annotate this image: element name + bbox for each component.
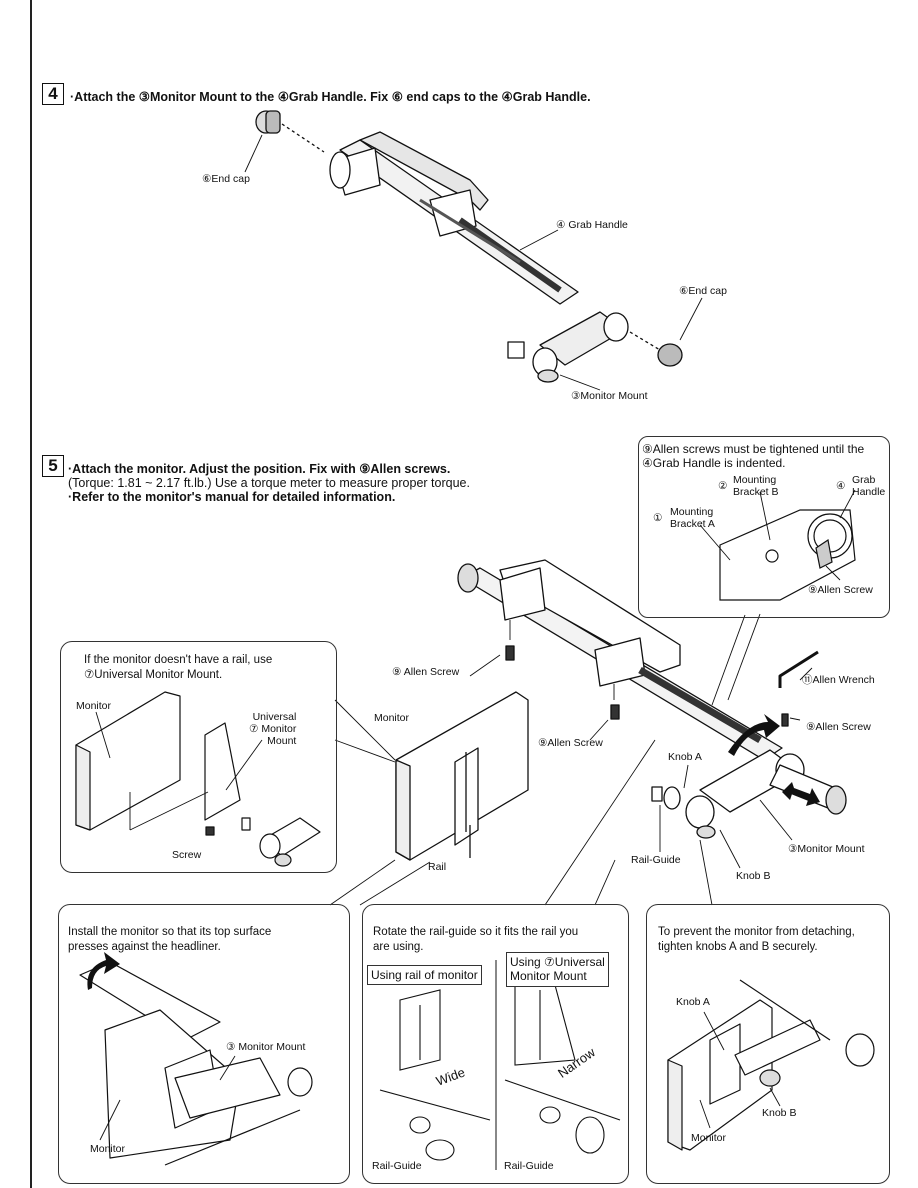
rotate-box-text-1: Rotate the rail-guide so it fits the rai… bbox=[373, 926, 579, 938]
screw-label: Screw bbox=[172, 849, 202, 861]
allen-screw-label-1: ⑨ Allen Screw bbox=[392, 666, 460, 678]
step-5-instruction-1: ·Attach the monitor. Adjust the position… bbox=[68, 462, 451, 476]
end-cap-label-2: ⑥End cap bbox=[679, 285, 727, 297]
option-universal-line-1: Using ⑦Universal bbox=[510, 955, 605, 969]
step-5-number: 5 bbox=[42, 455, 64, 477]
rail-guide-left-label: Rail-Guide bbox=[372, 1160, 422, 1172]
bracket-a-label: Mounting Bracket A bbox=[670, 506, 715, 531]
universal-box-title-1: If the monitor doesn't have a rail, use bbox=[84, 654, 273, 666]
rail-guide-right-label: Rail-Guide bbox=[504, 1160, 554, 1172]
prevent-knob-b-label: Knob B bbox=[762, 1107, 797, 1119]
universal-mount-box bbox=[60, 641, 337, 873]
inset-grab-handle-label: Grab Handle bbox=[852, 474, 886, 499]
end-cap-label-1: ⑥End cap bbox=[202, 173, 250, 185]
knob-b-label: Knob B bbox=[736, 870, 771, 882]
option-universal-mount: Using ⑦Universal Monitor Mount bbox=[506, 952, 609, 987]
allen-screw-label-3: ⑨Allen Screw bbox=[806, 721, 871, 733]
install-monitor-mount-label: ③ Monitor Mount bbox=[226, 1041, 306, 1053]
prevent-knob-a-label: Knob A bbox=[676, 996, 710, 1008]
prevent-box-text-1: To prevent the monitor from detaching, bbox=[658, 926, 855, 938]
monitor-label-center: Monitor bbox=[374, 712, 410, 724]
monitor-mount-label-step5: ③Monitor Mount bbox=[788, 843, 865, 855]
prevent-monitor-label: Monitor bbox=[691, 1132, 727, 1144]
allen-inset-title-2: ④Grab Handle is indented. bbox=[642, 456, 786, 470]
install-monitor-box bbox=[58, 904, 350, 1184]
knob-a-label: Knob A bbox=[668, 751, 702, 763]
allen-screw-label-2: ⑨Allen Screw bbox=[538, 737, 603, 749]
allen-screw-inset bbox=[638, 436, 890, 618]
rail-label: Rail bbox=[428, 861, 447, 873]
option-universal-line-2: Monitor Mount bbox=[510, 969, 587, 984]
step-5-instruction-2: (Torque: 1.81 ~ 2.17 ft.lb.) Use a torqu… bbox=[68, 476, 470, 490]
page-binding-edge bbox=[30, 0, 32, 1188]
rail-guide-label: Rail-Guide bbox=[631, 854, 681, 866]
prevent-box-text-2: tighten knobs A and B securely. bbox=[658, 941, 818, 953]
rotate-rail-guide-box bbox=[362, 904, 629, 1184]
universal-monitor-label: Monitor bbox=[76, 700, 112, 712]
monitor-mount-label-step4: ③Monitor Mount bbox=[571, 390, 648, 402]
step-4-instruction: ·Attach the ③Monitor Mount to the ④Grab … bbox=[70, 90, 591, 104]
allen-wrench-label: ⑪Allen Wrench bbox=[802, 674, 875, 686]
step-4-number: 4 bbox=[42, 83, 64, 105]
inset-grab-handle-num: ④ bbox=[836, 480, 846, 492]
install-box-text-2: presses against the headliner. bbox=[68, 941, 221, 953]
bracket-a-num: ① bbox=[653, 512, 663, 524]
install-box-text-1: Install the monitor so that its top surf… bbox=[68, 926, 272, 938]
bracket-b-label: Mounting Bracket B bbox=[733, 474, 779, 499]
prevent-detaching-box bbox=[646, 904, 890, 1184]
install-monitor-label: Monitor bbox=[90, 1143, 126, 1155]
grab-handle-label: ④ Grab Handle bbox=[556, 219, 628, 231]
universal-mount-label: Universal ⑦ Monitor Mount bbox=[249, 711, 297, 748]
step-5-instruction-3: ·Refer to the monitor's manual for detai… bbox=[68, 490, 396, 504]
option-rail-of-monitor: Using rail of monitor bbox=[367, 965, 482, 986]
rotate-box-text-2: are using. bbox=[373, 941, 424, 953]
allen-inset-title-1: ⑨Allen screws must be tightened until th… bbox=[642, 442, 865, 456]
bracket-b-num: ② bbox=[718, 480, 728, 492]
inset-allen-screw-label: ⑨Allen Screw bbox=[808, 584, 873, 596]
universal-box-title-2: ⑦Universal Monitor Mount. bbox=[84, 669, 223, 681]
